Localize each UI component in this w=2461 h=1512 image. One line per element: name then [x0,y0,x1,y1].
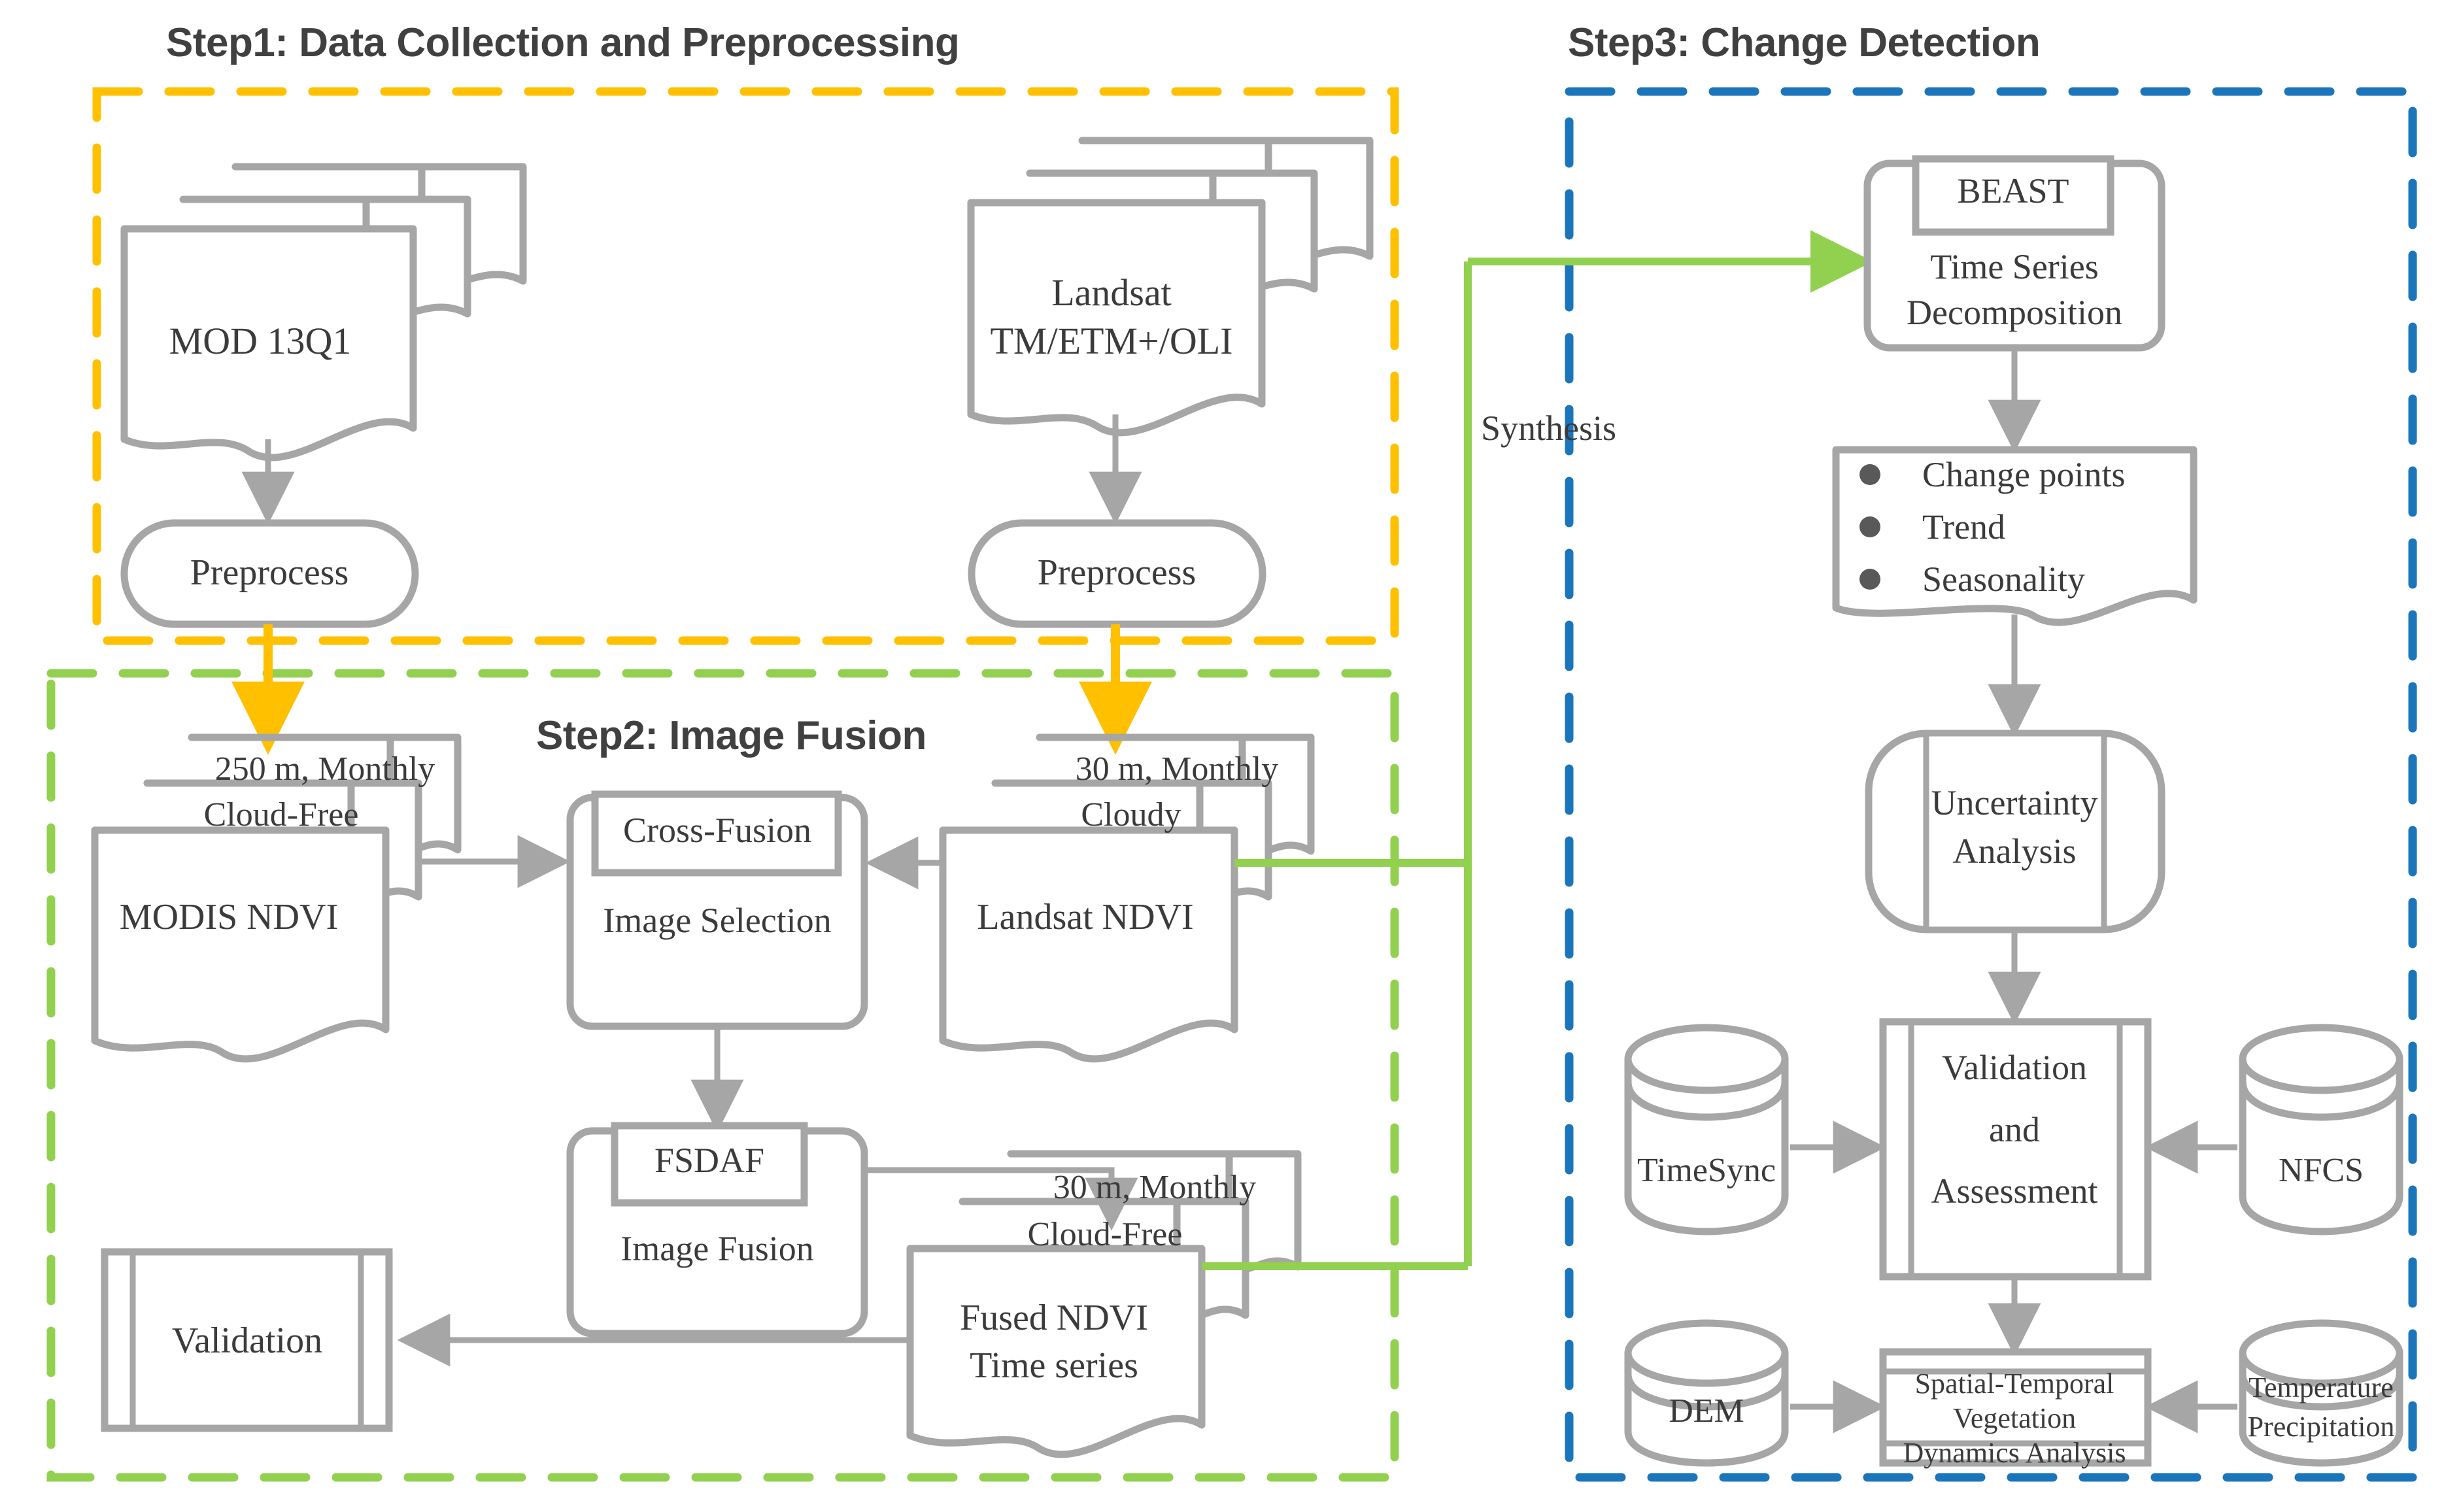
cross-fusion-body-label: Image Selection [603,901,832,940]
validation-shape [101,1248,393,1432]
beast-header-box [1912,155,2114,236]
modis-stack-bottom [91,826,390,1063]
step3-title: Step3: Change Detection [1568,20,2041,65]
step3-dashed-box [1565,87,2417,1482]
validation-assessment-label-line2: and [1989,1110,2040,1149]
landsat-doc-label-line2: TM/ETM+/OLI [990,320,1233,362]
validation-assessment-label-line3: Assessment [1931,1171,2098,1211]
modis-stack-top-label: 250 m, Monthly [214,750,435,788]
beast-header-label: BEAST [1957,171,2069,210]
fused-stack-mid-label: Cloud-Free [1027,1216,1183,1253]
bullet-dot-1 [1859,464,1880,485]
dynamics-label-line2: Vegetation [1952,1402,2077,1434]
modis-stack-mid-label: Cloud-Free [203,796,359,833]
mod-doc-label: MOD 13Q1 [169,320,352,362]
dem-label: DEM [1669,1392,1744,1430]
beast-body-label-line1: Time Series [1930,247,2099,286]
nfcs-cylinder [2239,1024,2403,1235]
fsdaf-header-label: FSDAF [654,1141,765,1180]
step1-dashed-box [92,87,1399,645]
timesync-label: TimeSync [1637,1152,1776,1189]
fused-stack-top-label: 30 m, Monthly [1053,1169,1257,1206]
fsdaf-body-label: Image Fusion [620,1229,814,1268]
step2-title: Step2: Image Fusion [536,713,926,758]
landsat-stack-bottom-label: Landsat NDVI [977,897,1194,937]
nfcs-label: NFCS [2278,1152,2364,1189]
mod-doc-front [120,225,417,462]
outputs-item-1: Change points [1922,455,2126,494]
preprocess-left-label: Preprocess [190,552,349,593]
outputs-item-2: Trend [1922,507,2006,546]
fused-stack-bottom-label-line1: Fused NDVI [960,1298,1148,1338]
temperature-label-line1: Temperature [2249,1371,2394,1403]
preprocess-right-label: Preprocess [1037,552,1197,593]
outputs-item-3: Seasonality [1922,560,2085,599]
dynamics-label-line3: Dynamics Analysis [1903,1437,2126,1469]
cross-fusion-header-label: Cross-Fusion [622,811,812,850]
beast-body-label-line2: Decomposition [1907,293,2122,332]
step2-dashed-box [46,669,1399,1482]
landsat-stack-bottom [939,826,1238,1063]
temperature-cylinder [2239,1319,2403,1467]
timesync-cylinder [1624,1024,1789,1235]
landsat-doc-front [967,199,1266,437]
dem-cylinder [1624,1319,1789,1467]
dynamics-label-line1: Spatial-Temporal [1914,1368,2114,1400]
temperature-label-line2: Precipitation [2247,1411,2395,1443]
bullet-dot-3 [1859,569,1880,590]
landsat-stack-top-label: 30 m, Monthly [1075,750,1279,788]
uncertainty-label-line2: Analysis [1952,832,2077,871]
outputs-doc [1832,446,2198,626]
validation-label: Validation [171,1320,323,1361]
step1-title: Step1: Data Collection and Preprocessing [166,20,960,65]
landsat-stack-mid-label: Cloudy [1081,796,1181,833]
modis-stack-bottom-label: MODIS NDVI [119,897,339,937]
fused-stack-bottom [906,1245,1206,1458]
fsdaf-header-box [611,1122,808,1207]
cross-fusion-header-box [591,790,842,877]
synthesis-label: Synthesis [1481,409,1617,448]
fused-stack-bottom-label-line2: Time series [970,1345,1138,1386]
validation-assessment-label-line1: Validation [1942,1048,2087,1087]
uncertainty-label-line1: Uncertainty [1931,783,2098,822]
bullet-dot-2 [1859,516,1880,537]
landsat-doc-label-line1: Landsat [1051,271,1172,314]
